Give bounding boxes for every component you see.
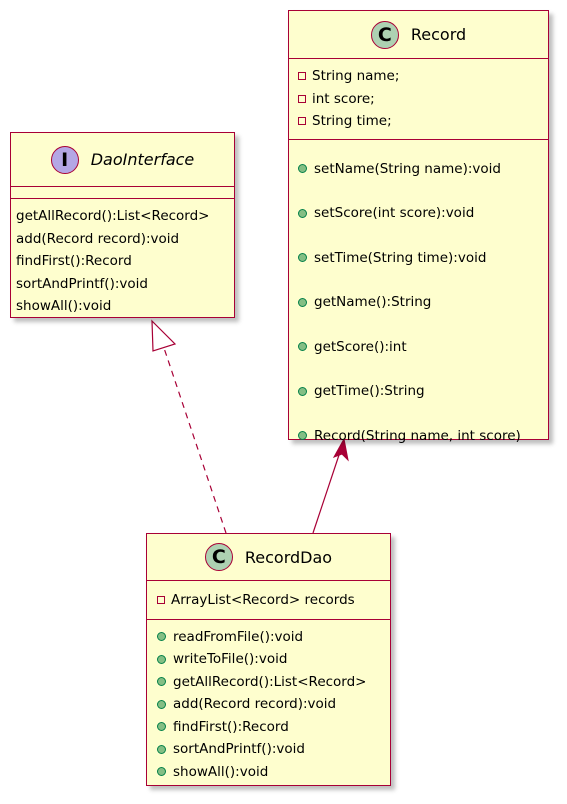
method-label: Record(String name, int score) xyxy=(314,427,521,444)
method-label: writeToFile():void xyxy=(173,651,288,667)
public-method-icon xyxy=(298,164,307,174)
record-header: C Record xyxy=(289,11,548,59)
method-row: setScore(int score):void xyxy=(298,191,548,236)
public-method-icon xyxy=(298,431,307,441)
record-dao-class-box[interactable]: C RecordDao ArrayList<Record> records re… xyxy=(146,533,391,786)
realization-arrowhead xyxy=(151,319,177,352)
method-row: add(Record record):void xyxy=(16,230,180,247)
method-row: sortAndPrintf():void xyxy=(16,275,148,292)
field-label: ArrayList<Record> records xyxy=(171,592,355,608)
method-row: sortAndPrintf():void xyxy=(157,738,390,761)
method-label: setScore(int score):void xyxy=(314,205,475,221)
method-label: add(Record record):void xyxy=(173,696,337,712)
method-row: findFirst():Record xyxy=(157,716,390,739)
method-label: showAll():void xyxy=(173,763,269,780)
private-field-icon xyxy=(298,72,306,81)
method-label: readFromFile():void xyxy=(173,628,304,645)
method-row: getScore():int xyxy=(298,325,548,370)
private-field-icon xyxy=(298,94,306,103)
private-field-icon xyxy=(298,117,306,126)
association-arrowhead xyxy=(332,437,349,462)
field-label: String name; xyxy=(312,68,400,84)
method-row: getAllRecord():List<Record> xyxy=(157,671,390,694)
public-method-icon xyxy=(157,699,166,709)
dao-interface-header: I DaoInterface xyxy=(11,133,234,187)
class-badge-icon: C xyxy=(204,543,233,571)
public-method-icon xyxy=(157,744,166,754)
method-label: sortAndPrintf():void xyxy=(173,741,305,757)
method-row: getTime():String xyxy=(298,369,548,414)
method-label: getName():String xyxy=(314,294,432,310)
record-dao-header: C RecordDao xyxy=(147,534,390,581)
method-row: readFromFile():void xyxy=(157,626,390,649)
dao-interface-box[interactable]: I DaoInterface getAllRecord():List<Recor… xyxy=(10,132,235,318)
method-label: setTime(String time):void xyxy=(314,249,487,266)
private-field-icon xyxy=(157,596,165,605)
method-label: findFirst():Record xyxy=(173,718,289,735)
interface-name: DaoInterface xyxy=(90,150,195,169)
realization-edge xyxy=(163,347,227,534)
field-row: ArrayList<Record> records xyxy=(157,589,390,612)
method-row: writeToFile():void xyxy=(157,648,390,671)
method-row: showAll():void xyxy=(157,761,390,784)
record-class-box[interactable]: C Record String name; int score; String … xyxy=(288,10,549,444)
interface-badge-icon: I xyxy=(50,145,79,174)
method-row: findFirst():Record xyxy=(16,253,132,269)
field-label: String time; xyxy=(312,113,392,129)
method-row: getAllRecord():List<Record> xyxy=(16,208,210,224)
public-method-icon xyxy=(157,654,166,664)
method-label: getAllRecord():List<Record> xyxy=(173,673,367,690)
method-row: Record(String name, int score) xyxy=(298,414,548,459)
record-dao-fields-section: ArrayList<Record> records xyxy=(147,581,390,620)
field-row: String time; xyxy=(298,110,548,133)
public-method-icon xyxy=(157,677,166,687)
public-method-icon xyxy=(298,297,307,307)
method-row: add(Record record):void xyxy=(157,693,390,716)
record-fields-section: String name; int score; String time; xyxy=(289,59,548,140)
class-name: RecordDao xyxy=(244,547,333,567)
field-row: int score; xyxy=(298,88,548,111)
public-method-icon xyxy=(298,342,307,352)
method-label: getTime():String xyxy=(314,383,425,399)
public-method-icon xyxy=(298,253,307,263)
interface-methods-section: getAllRecord():List<Record> add(Record r… xyxy=(11,199,234,318)
record-dao-methods-section: readFromFile():void writeToFile():void g… xyxy=(147,620,390,784)
public-method-icon xyxy=(298,208,307,218)
public-method-icon xyxy=(157,632,166,642)
interface-fields-section xyxy=(11,187,234,199)
field-label: int score; xyxy=(312,90,375,107)
record-methods-section: setName(String name):void setScore(int s… xyxy=(289,140,548,459)
class-name: Record xyxy=(410,25,467,44)
public-method-icon xyxy=(298,386,307,396)
association-edge xyxy=(312,445,343,534)
public-method-icon xyxy=(157,722,166,732)
public-method-icon xyxy=(157,767,166,777)
method-row: showAll():void xyxy=(16,298,112,314)
method-row: setTime(String time):void xyxy=(298,236,548,281)
method-row: getName():String xyxy=(298,280,548,325)
method-label: setName(String name):void xyxy=(314,160,501,177)
field-row: String name; xyxy=(298,65,548,88)
method-row: setName(String name):void xyxy=(298,147,548,192)
method-label: getScore():int xyxy=(314,338,407,355)
class-badge-icon: C xyxy=(370,20,399,49)
